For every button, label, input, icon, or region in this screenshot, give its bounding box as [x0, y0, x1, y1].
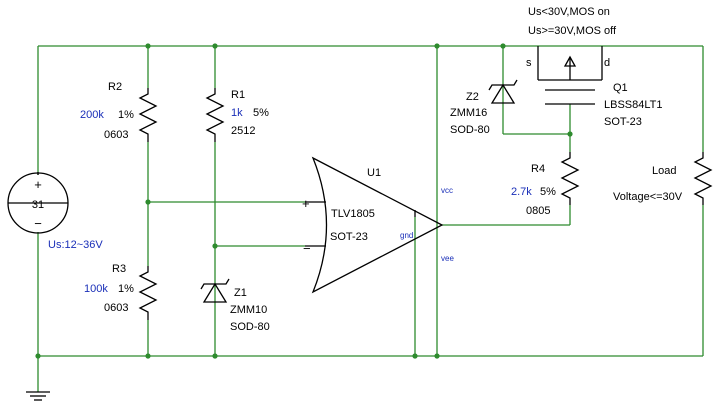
r1-ref: R1 — [231, 89, 245, 101]
q1-drain-pin: d — [604, 57, 610, 69]
u1-minus-sign: − — [303, 241, 311, 256]
junctions — [35, 43, 573, 359]
r3-value: 100k — [84, 283, 108, 295]
voltage-source: + 31 − Us:12~36V — [7, 172, 103, 251]
load-resistor: Load Voltage<=30V — [613, 152, 713, 205]
u1-package: SOT-23 — [330, 231, 368, 243]
source-plus-sign: + — [34, 177, 42, 192]
r1-tolerance: 5% — [253, 107, 269, 119]
source-minus-sign: − — [34, 216, 42, 231]
r2-ref: R2 — [108, 81, 122, 93]
u1-ref: U1 — [367, 167, 381, 179]
load-voltage-label: Voltage<=30V — [613, 191, 683, 203]
z2-part: ZMM16 — [450, 107, 487, 119]
source-value: 31 — [32, 199, 44, 211]
r3-ref: R3 — [112, 263, 126, 275]
resistor-r2: R2 200k 1% 0603 — [80, 81, 158, 142]
q1-source-pin: s — [526, 57, 532, 69]
u1-vcc-pin: vcc — [441, 186, 453, 195]
zener-z1: Z1 ZMM10 SOD-80 — [200, 278, 270, 333]
u1-part: TLV1805 — [331, 208, 375, 220]
q1-package: SOT-23 — [604, 116, 642, 128]
u1-gnd-pin: gnd — [400, 231, 413, 240]
mosfet-q1: s d Q1 LBSS84LT1 SOT-23 — [526, 46, 663, 128]
notes: Us<30V,MOS on Us>=30V,MOS off — [528, 6, 617, 37]
r4-tolerance: 5% — [540, 186, 556, 198]
r1-package: 2512 — [231, 125, 255, 137]
resistor-r3: R3 100k 1% 0603 — [84, 263, 158, 320]
r1-value: 1k — [231, 107, 243, 119]
z2-package: SOD-80 — [450, 124, 490, 136]
r3-tolerance: 1% — [118, 283, 134, 295]
z2-ref: Z2 — [466, 91, 479, 103]
r3-package: 0603 — [104, 302, 128, 314]
u1-vee-pin: vee — [441, 254, 454, 263]
q1-part: LBSS84LT1 — [604, 99, 663, 111]
r2-tolerance: 1% — [118, 109, 134, 121]
note-mos-off: Us>=30V,MOS off — [528, 25, 617, 37]
r4-package: 0805 — [526, 205, 550, 217]
comparator-u1: + − U1 TLV1805 SOT-23 vcc gnd vee — [302, 156, 454, 294]
u1-plus-sign: + — [302, 196, 310, 211]
z1-ref: Z1 — [234, 287, 247, 299]
resistor-r1: R1 1k 5% 2512 — [205, 88, 269, 142]
source-range-label: Us:12~36V — [48, 239, 103, 251]
z1-part: ZMM10 — [230, 304, 267, 316]
r4-ref: R4 — [531, 163, 545, 175]
z1-package: SOD-80 — [230, 321, 270, 333]
zener-z2: Z2 ZMM16 SOD-80 — [450, 79, 518, 136]
resistor-r4: R4 2.7k 5% 0805 — [511, 152, 580, 217]
q1-ref: Q1 — [613, 82, 628, 94]
ground-symbol — [26, 391, 50, 401]
r4-value: 2.7k — [511, 186, 532, 198]
r2-package: 0603 — [104, 129, 128, 141]
load-label: Load — [652, 165, 676, 177]
r2-value: 200k — [80, 109, 104, 121]
note-mos-on: Us<30V,MOS on — [528, 6, 610, 18]
